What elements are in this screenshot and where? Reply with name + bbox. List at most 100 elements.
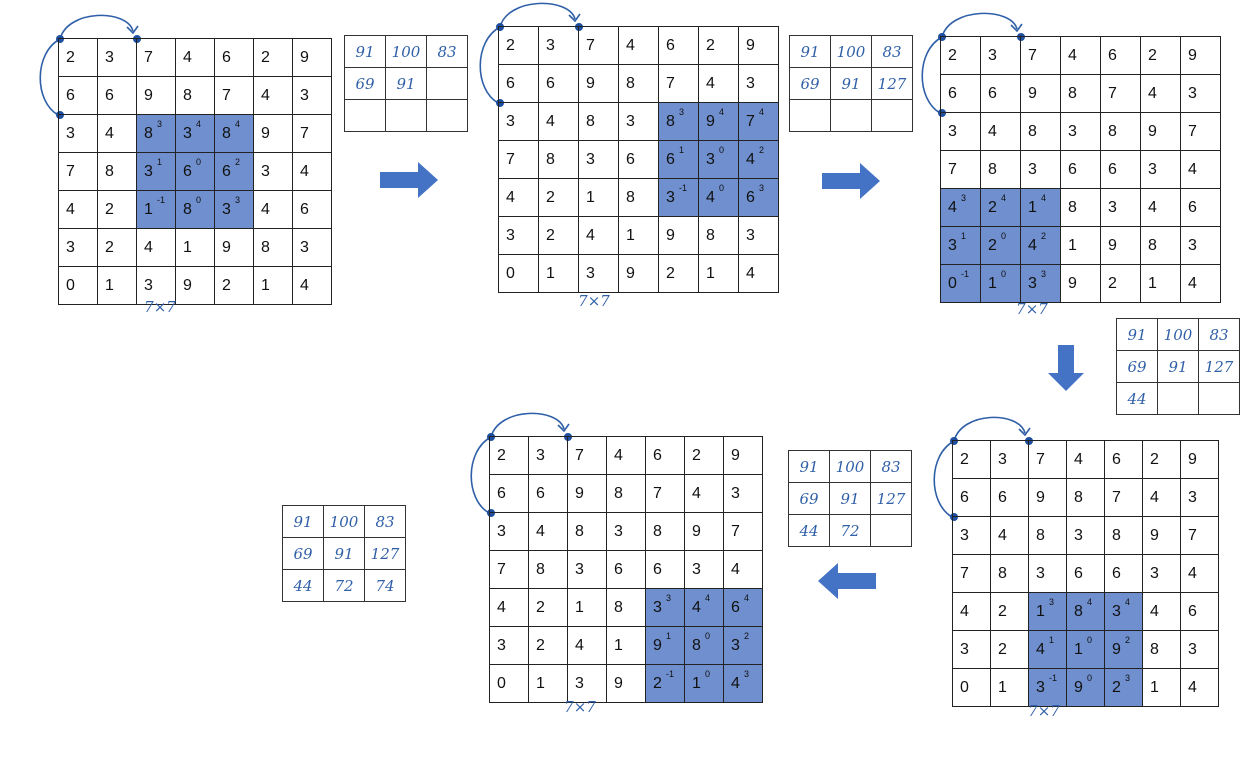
kernel-weight: 4 (759, 107, 765, 117)
matrix-cell: 3 (567, 664, 607, 703)
cell-value: 3 (948, 122, 957, 140)
matrix-cell: 9 (136, 76, 176, 115)
matrix-cell: 3 (1028, 554, 1067, 593)
output-cell: 69 (789, 67, 831, 100)
matrix-cell: 6 (952, 478, 991, 517)
matrix-cell: 4 (684, 474, 724, 513)
cell-value: 8 (183, 200, 192, 218)
cell-value: 1 (1068, 236, 1077, 254)
matrix-cell: 6 (214, 38, 254, 77)
output-cell: 74 (364, 569, 406, 602)
matrix-cell: 3 (723, 474, 763, 513)
matrix-cell: 8 (1142, 630, 1181, 669)
cell-value: 6 (300, 200, 309, 218)
cell-value: 9 (1188, 46, 1197, 64)
matrix-cell: 2 (538, 216, 579, 255)
matrix-cell: 4 (253, 190, 293, 229)
cell-value: 8 (653, 522, 662, 540)
cell-value: 2 (653, 674, 662, 692)
kernel-weight: 1 (1049, 635, 1055, 645)
cell-value: 0 (960, 678, 969, 696)
matrix-cell: 3 (1140, 150, 1181, 189)
output-cell: 91 (789, 35, 831, 68)
cell-value: 7 (653, 484, 662, 502)
matrix-cell: 1 (1142, 668, 1181, 707)
matrix-cell: 9 (618, 254, 659, 293)
matrix-cell: 2 (990, 630, 1029, 669)
cell-value: 1 (626, 226, 635, 244)
matrix-cell: 6 (1100, 36, 1141, 75)
matrix-cell: 7 (940, 150, 981, 189)
output-cell: 91 (282, 505, 324, 538)
matrix-cell: 9 (1100, 226, 1141, 265)
kernel-weight: 3 (744, 669, 750, 679)
cell-value: 2 (1112, 678, 1121, 696)
output-cell: 69 (788, 482, 830, 515)
cell-value: 4 (1036, 640, 1045, 658)
output-cell (426, 99, 468, 132)
matrix-cell: 3 (1180, 226, 1221, 265)
cell-value: 7 (144, 48, 153, 66)
cell-value: 6 (183, 162, 192, 180)
cell-value: 2 (692, 446, 701, 464)
matrix-cell: 8 (1028, 516, 1067, 555)
matrix-cell: 8 (645, 512, 685, 551)
matrix-cell: 1-1 (136, 190, 176, 229)
matrix-cell: 4 (136, 228, 176, 267)
output-cell (1157, 382, 1199, 415)
cell-value: 2 (706, 36, 715, 54)
matrix-cell: 2 (658, 254, 699, 293)
matrix-cell: 6 (1060, 150, 1101, 189)
matrix-cell: 1 (578, 178, 619, 217)
kernel-weight: 4 (1041, 193, 1047, 203)
matrix-cell: 6 (489, 474, 529, 513)
output-cell: 127 (1198, 350, 1240, 383)
kernel-weight: 3 (1049, 597, 1055, 607)
matrix-cell: 2 (1142, 440, 1181, 479)
matrix-cell: 3 (1060, 112, 1101, 151)
arrow-right-icon (822, 163, 880, 199)
cell-value: 3 (692, 560, 701, 578)
cell-value: 3 (1028, 274, 1037, 292)
kernel-weight: 1 (961, 231, 967, 241)
cell-value: 3 (575, 674, 584, 692)
matrix-cell: 8 (698, 216, 739, 255)
matrix-cell: 6 (606, 550, 646, 589)
matrix-cell: 7 (1100, 74, 1141, 113)
output-cell: 69 (1116, 350, 1158, 383)
kernel-weight: 4 (1001, 193, 1007, 203)
cell-value: 7 (586, 36, 595, 54)
matrix-cell: 8 (980, 150, 1021, 189)
matrix-cell: 1 (1060, 226, 1101, 265)
matrix-cell: 8 (618, 178, 659, 217)
cell-value: 8 (706, 226, 715, 244)
cell-value: 9 (706, 112, 715, 130)
cell-value: 6 (1112, 564, 1121, 582)
cell-value: 4 (261, 86, 270, 104)
cell-value: 6 (666, 36, 675, 54)
cell-value: 7 (1108, 84, 1117, 102)
matrix-cell: 8 (1060, 74, 1101, 113)
output-cell: 69 (282, 537, 324, 570)
cell-value: 8 (988, 160, 997, 178)
kernel-weight: 4 (719, 107, 725, 117)
cell-value: 6 (988, 84, 997, 102)
cell-value: 1 (105, 276, 114, 294)
cell-value: 4 (261, 200, 270, 218)
cell-value: 3 (948, 236, 957, 254)
output-cell (871, 99, 913, 132)
cell-value: 2 (998, 602, 1007, 620)
cell-value: 2 (960, 450, 969, 468)
grid-size-label: 7×7 (1028, 702, 1060, 720)
cell-value: 3 (998, 450, 1007, 468)
cell-value: 9 (183, 276, 192, 294)
matrix-cell: 3 (952, 516, 991, 555)
